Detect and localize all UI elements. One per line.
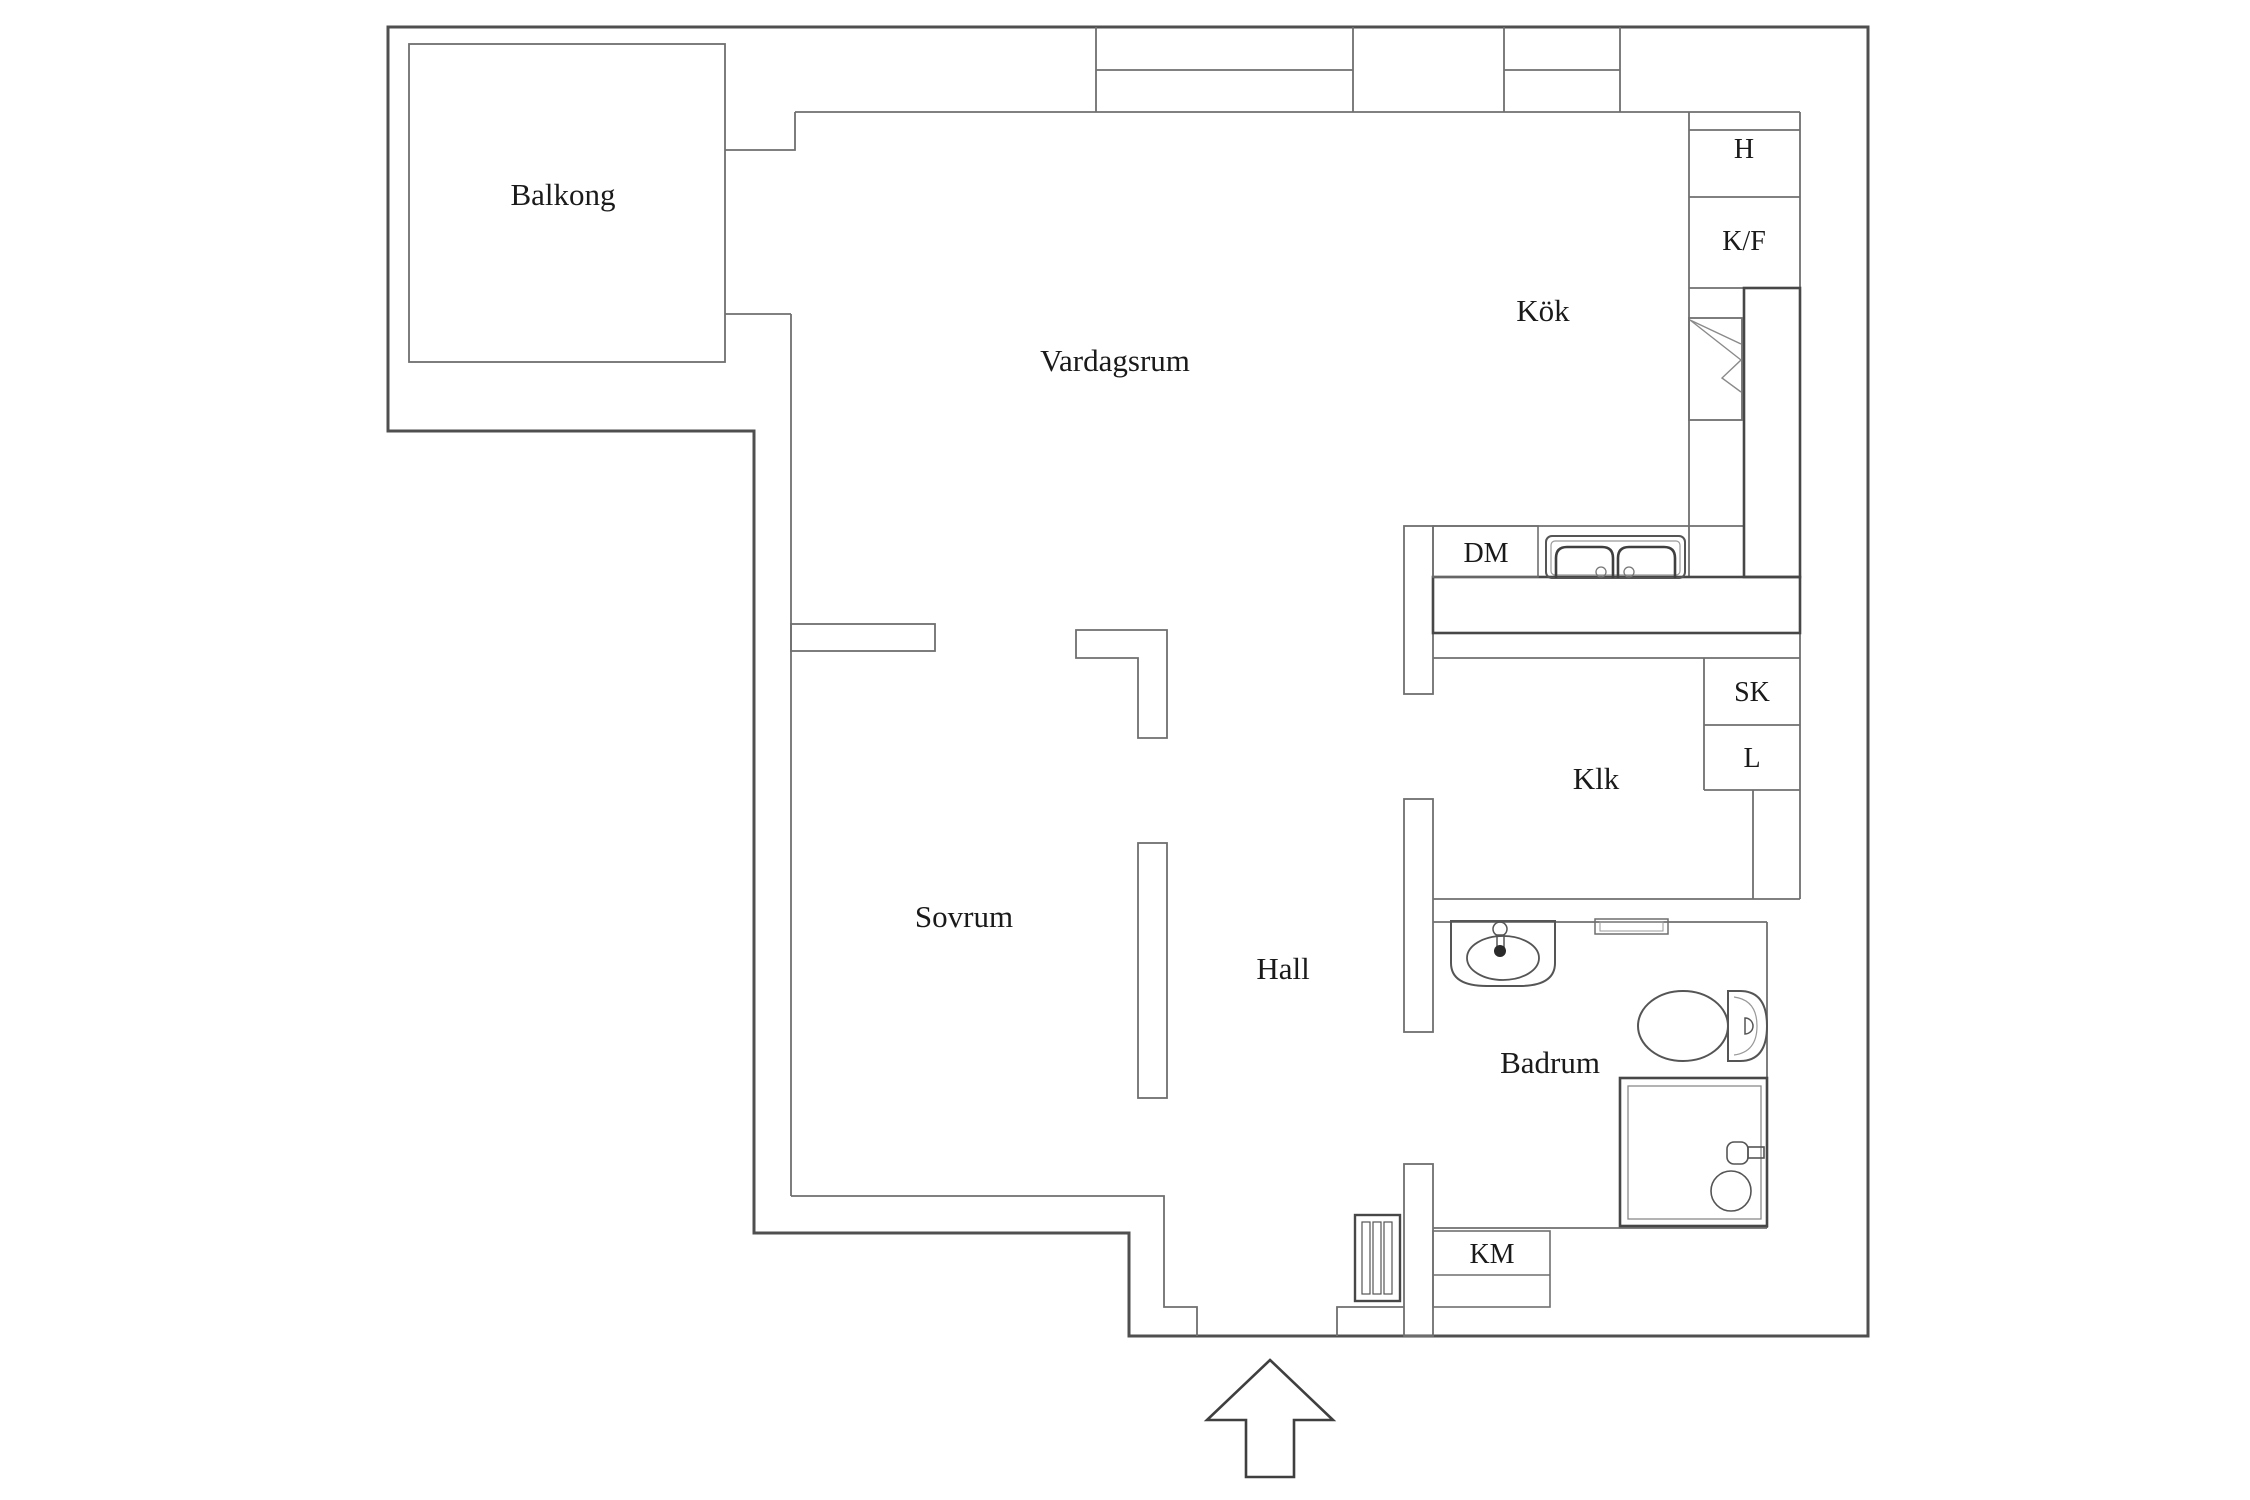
radiator-icon <box>1353 1213 1402 1303</box>
storage-labels: H K/F SK L DM KM <box>1463 134 1769 1270</box>
shower-icon <box>1618 1076 1769 1228</box>
sovrum-bottom-inner-face <box>791 1195 1198 1336</box>
mirror-shelf-icon <box>1594 918 1669 935</box>
room-labels: Balkong Vardagsrum Kök Sovrum Hall Klk B… <box>510 177 1619 1080</box>
kitchen-double-sink-icon <box>1545 535 1686 579</box>
appliance-label-dm: DM <box>1463 538 1508 569</box>
room-label-vardagsrum: Vardagsrum <box>1040 343 1190 378</box>
room-label-balkong: Balkong <box>510 177 615 212</box>
sovrum-top-wall <box>790 623 936 652</box>
balcony-door-jamb-top <box>725 112 796 151</box>
room-label-sovrum: Sovrum <box>915 899 1013 934</box>
room-label-badrum: Badrum <box>1500 1045 1600 1080</box>
room-label-klk: Klk <box>1573 761 1620 796</box>
window-icon <box>1095 27 1354 112</box>
appliance-label-km: KM <box>1469 1239 1514 1270</box>
room-label-kok: Kök <box>1516 293 1570 328</box>
bathroom-sink-icon <box>1450 920 1556 987</box>
counter-strip <box>1742 286 1802 579</box>
room-label-hall: Hall <box>1256 951 1309 986</box>
outer-wall <box>386 25 1870 1338</box>
closet-label-sk: SK <box>1734 677 1770 708</box>
dishwasher-box <box>1432 525 1539 578</box>
corner-l-wall <box>1075 629 1168 739</box>
balcony-railing <box>408 43 726 363</box>
washing-machine-icon <box>1432 1230 1551 1308</box>
hall-west-wall-strip <box>1137 842 1168 1099</box>
entry-door-niche <box>1336 1306 1404 1336</box>
stove-icon <box>1688 317 1743 421</box>
klk-west-wall <box>1403 798 1434 1033</box>
closet-label-l: L <box>1743 743 1760 774</box>
closet-label-kf: K/F <box>1722 226 1766 257</box>
toilet-icon <box>1637 990 1769 1062</box>
closet-label-h: H <box>1734 134 1754 165</box>
window-icon <box>1503 27 1621 112</box>
entrance-arrow-icon <box>1203 1358 1337 1479</box>
